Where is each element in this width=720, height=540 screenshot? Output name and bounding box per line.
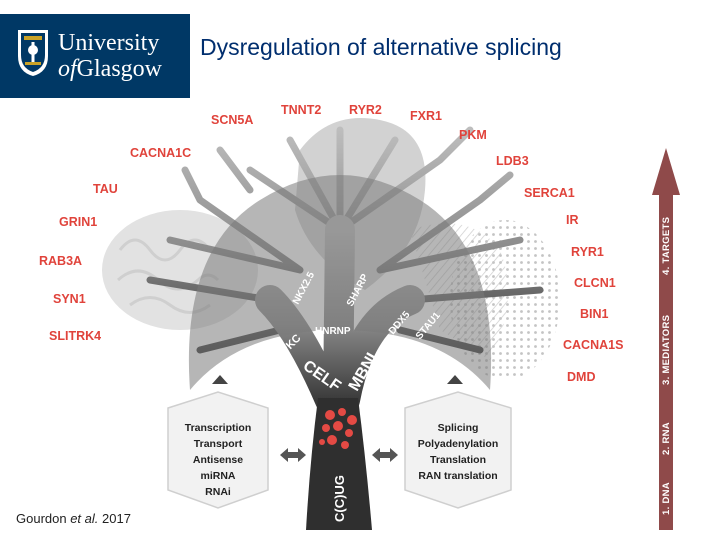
left-item-2: Transport — [194, 438, 243, 450]
left-item-5: RNAi — [205, 486, 231, 498]
citation: Gourdon et al. 2017 — [16, 511, 131, 526]
left-item-4: miRNA — [200, 470, 235, 482]
gene-scn5a: SCN5A — [211, 113, 253, 127]
gene-syn1: SYN1 — [53, 292, 86, 306]
label-hnrnp: HNRNP — [315, 326, 351, 337]
level-dna: 1. DNA — [661, 482, 672, 515]
gene-rab3a: RAB3A — [39, 254, 82, 268]
right-process-panel — [405, 392, 511, 508]
label-ccug-repeat: C(C)UG — [332, 475, 347, 522]
right-item-4: RAN translation — [418, 470, 497, 482]
gene-slitrk4: SLITRK4 — [49, 329, 101, 343]
double-arrow-right-icon — [372, 448, 398, 462]
right-item-1: Splicing — [438, 422, 479, 434]
gene-dmd: DMD — [567, 370, 595, 384]
gene-grin1: GRIN1 — [59, 215, 97, 229]
gene-ryr1: RYR1 — [571, 245, 604, 259]
gene-cacna1c: CACNA1C — [130, 146, 191, 160]
level-targets: 4. TARGETS — [661, 217, 672, 275]
citation-etal: et al. — [70, 511, 98, 526]
left-item-3: Antisense — [193, 454, 243, 466]
left-item-1: Transcription — [185, 422, 252, 434]
label-gsk3b: GSK3β — [262, 364, 295, 375]
right-item-2: Polyadenylation — [418, 438, 499, 450]
gene-tau: TAU — [93, 182, 118, 196]
citation-year: 2017 — [98, 511, 131, 526]
gene-tnnt2: TNNT2 — [281, 103, 321, 117]
level-mediators: 3. MEDIATORS — [661, 315, 672, 385]
gene-clcn1: CLCN1 — [574, 276, 616, 290]
gene-ir: IR — [566, 213, 579, 227]
gene-ldb3: LDB3 — [496, 154, 529, 168]
gene-serca1: SERCA1 — [524, 186, 575, 200]
citation-authors: Gourdon — [16, 511, 70, 526]
double-arrow-left-icon — [280, 448, 306, 462]
up-arrow-left-icon — [212, 375, 228, 384]
gene-bin1: BIN1 — [580, 307, 609, 321]
level-rna: 2. RNA — [661, 422, 672, 455]
gene-fxr1: FXR1 — [410, 109, 442, 123]
gene-cacna1s: CACNA1S — [563, 338, 623, 352]
right-item-3: Translation — [430, 454, 486, 466]
up-arrow-right-icon — [447, 375, 463, 384]
gene-pkm: PKM — [459, 128, 487, 142]
gene-ryr2: RYR2 — [349, 103, 382, 117]
